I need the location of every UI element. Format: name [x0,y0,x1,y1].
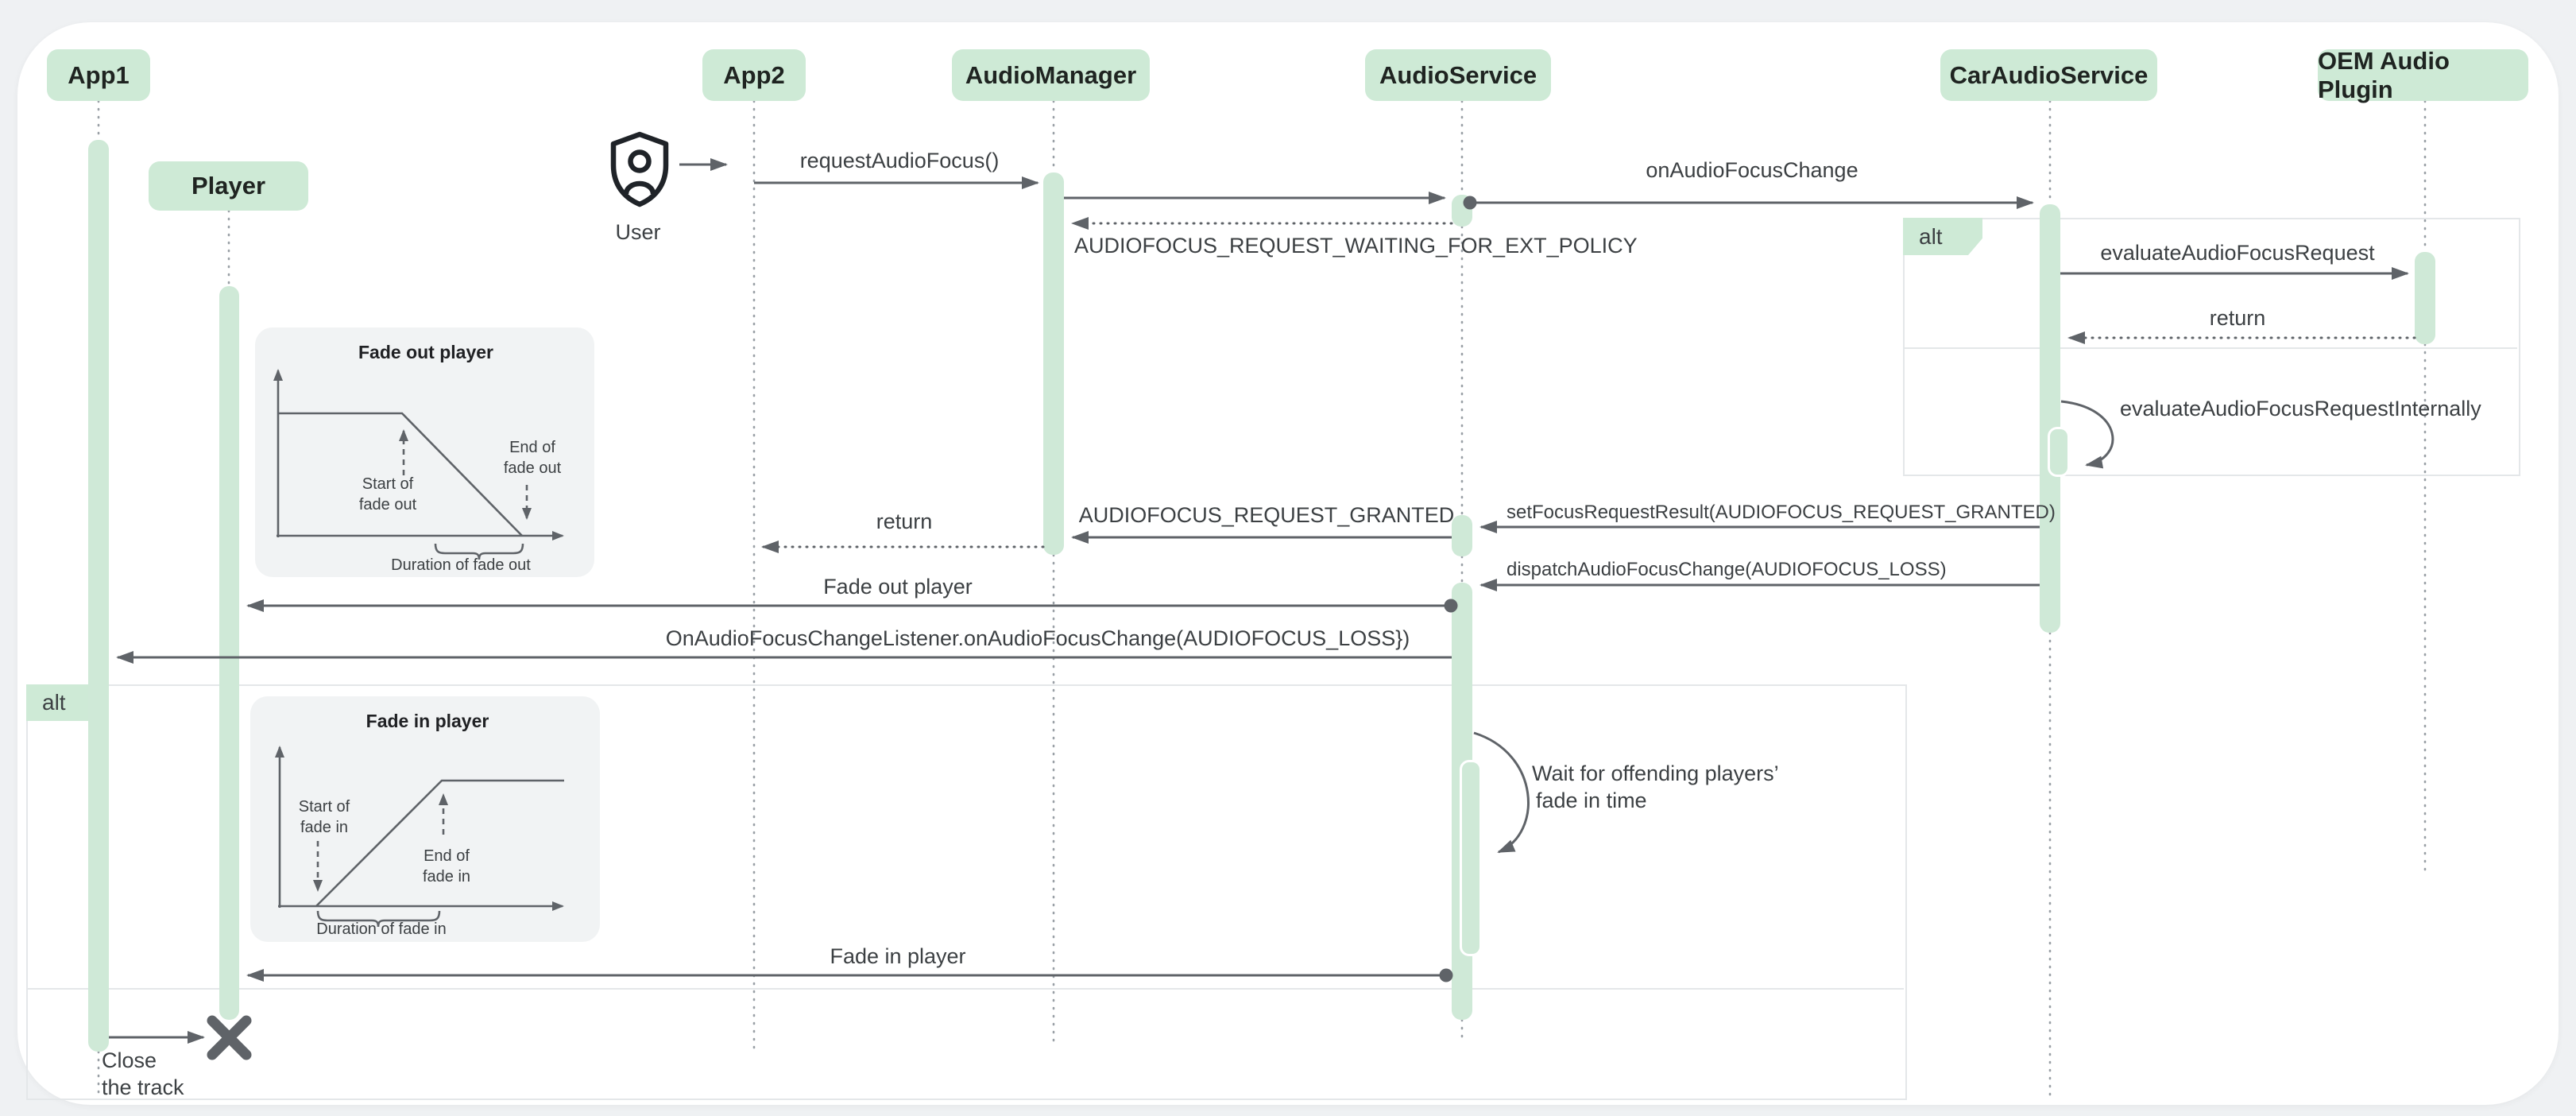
message-arrows [109,176,2416,1044]
note-fade-out-duration: Duration of fade out [391,556,531,574]
lifelines [97,99,2427,1103]
participant-label: AudioManager [965,60,1137,89]
message-request-audio-focus: requestAudioFocus() [799,149,1000,172]
activation-player [219,286,239,1020]
participant-caraudioservice: CarAudioService [1940,49,2157,101]
note-fade-out-end-l2: fade out [503,459,562,477]
alt-fragment-oem [1903,218,2520,476]
message-on-focus-change-listener: OnAudioFocusChangeListener.onAudioFocusC… [665,626,1410,650]
alt-fragment-oem-divider [1903,347,2517,349]
note-fade-in-start-l1: Start of [298,798,350,816]
message-set-focus-request-result: setFocusRequestResult(AUDIOFOCUS_REQUEST… [1507,502,2056,523]
alt-fragment-oem-label: alt [1903,218,1982,255]
alt-fragment-fade [26,684,1907,1100]
message-return-manager: return [876,510,933,533]
message-wait-line2: fade in time [1536,789,1647,812]
alt-fragment-fade-divider [26,988,1904,990]
actor-label: User [615,220,661,244]
activation-audioservice-wait [1460,760,1482,956]
alt-label-text: alt [1919,223,1943,249]
participant-label: OEM Audio Plugin [2318,46,2450,103]
message-evaluate-audio-focus-request: evaluateAudioFocusRequest [2100,241,2375,265]
activation-audiomanager [1043,172,1064,555]
note-fade-out-start-l1: Start of [362,475,414,493]
user-icon [610,131,669,207]
note-fade-in-title: Fade in player [366,711,489,731]
note-fade-in-duration: Duration of fade in [316,920,447,938]
activation-app1 [88,140,109,1052]
activation-oem [2415,252,2435,344]
fade-in-chart [275,746,564,928]
message-dispatch-focus-change: dispatchAudioFocusChange(AUDIOFOCUS_LOSS… [1507,559,1947,580]
alt-label-text: alt [42,690,66,715]
participant-player: Player [149,161,308,211]
participant-app2: App2 [702,49,806,101]
participant-label: App1 [68,60,130,89]
message-close-line1: Close [102,1048,157,1072]
message-origin-dot [1463,196,1477,210]
activation-audioservice-2 [1452,515,1472,556]
message-evaluate-internally: evaluateAudioFocusRequestInternally [2120,397,2481,420]
message-return-oem: return [2209,306,2266,330]
message-origin-dot [1439,968,1453,982]
message-waiting-ext-policy: AUDIOFOCUS_REQUEST_WAITING_FOR_EXT_POLIC… [1074,234,1638,258]
message-on-audio-focus-change: onAudioFocusChange [1646,158,1859,182]
note-fade-out-start-l2: fade out [358,496,417,513]
note-fade-in-end-l2: fade in [422,868,471,885]
fade-out-chart [273,369,564,560]
participant-label: App2 [723,60,785,89]
message-fade-out-player: Fade out player [823,575,973,599]
participant-label: AudioService [1379,60,1537,89]
activation-caraudioservice-internal [2048,427,2070,477]
note-fade-in-end-l1: End of [424,847,470,865]
participant-audiomanager: AudioManager [952,49,1150,101]
destroy-icon [207,1015,252,1060]
activation-caraudioservice [2040,204,2060,633]
note-fade-out-title: Fade out player [358,342,493,362]
message-wait-line1: Wait for offending players’ [1532,761,1779,785]
participant-app1: App1 [47,49,150,101]
note-fade-in-player [250,696,600,942]
message-request-granted: AUDIOFOCUS_REQUEST_GRANTED [1078,503,1455,527]
participant-audioservice: AudioService [1365,49,1551,101]
participant-label: Player [191,172,266,200]
message-fade-in-player: Fade in player [830,944,966,968]
note-fade-out-end-l1: End of [509,439,555,456]
message-origin-dot [1444,599,1458,613]
message-close-line2: the track [102,1075,184,1099]
note-fade-in-start-l2: fade in [300,819,349,836]
participant-oem-audio-plugin: OEM Audio Plugin [2318,46,2528,103]
participant-label: CarAudioService [1949,60,2149,89]
